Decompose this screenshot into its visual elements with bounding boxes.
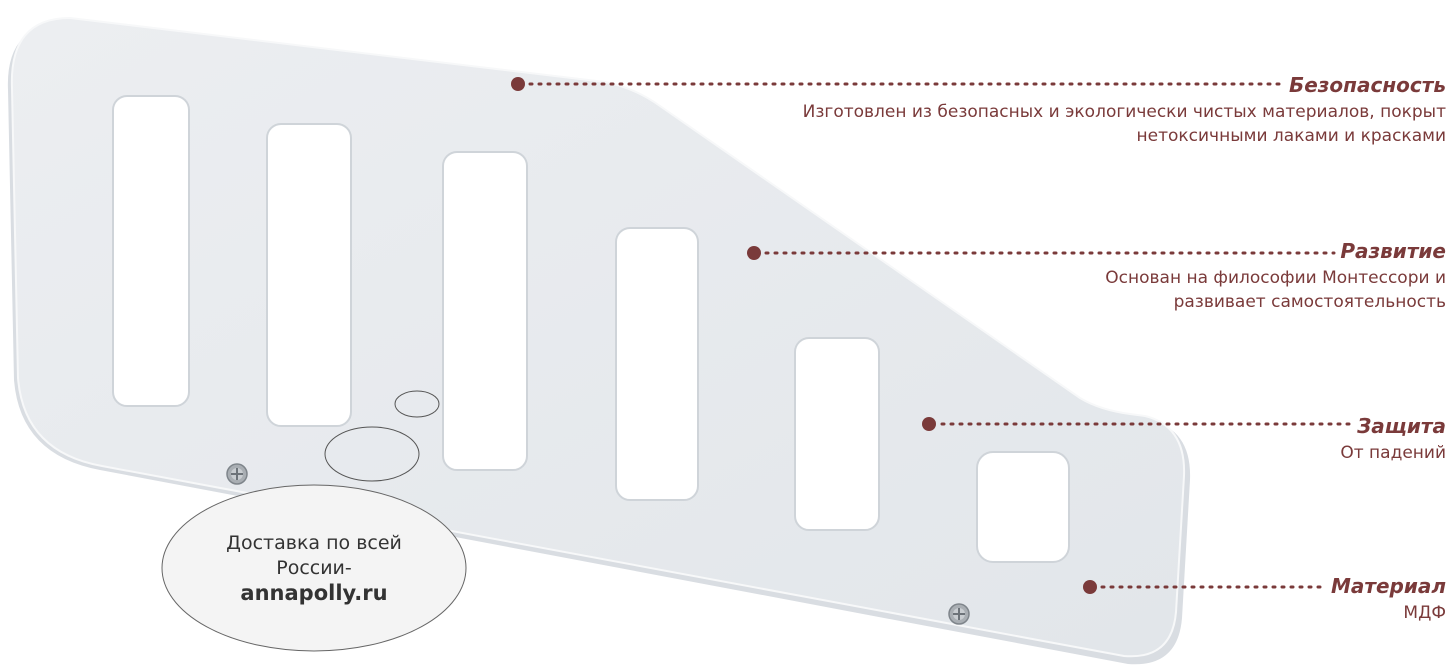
feature-desc-line: развивает самостоятельность bbox=[1173, 292, 1446, 312]
delivery-info: Доставка по всей России- annapolly.ru bbox=[162, 485, 466, 651]
callout-dot-material bbox=[1083, 580, 1097, 594]
feature-title: Защита bbox=[1357, 414, 1446, 438]
delivery-line: Доставка по всей bbox=[226, 531, 402, 554]
feature-desc-line: От падений bbox=[1340, 443, 1446, 463]
delivery-line: России- bbox=[276, 556, 352, 579]
feature-material: Материал МДФ bbox=[1246, 575, 1446, 625]
callout-dots bbox=[511, 77, 1097, 594]
delivery-bubble bbox=[161, 484, 467, 652]
slot-4 bbox=[615, 227, 699, 501]
slot-3 bbox=[442, 151, 528, 471]
slot-5 bbox=[794, 337, 880, 531]
feature-desc-line: Изготовлен из безопасных и экологически … bbox=[802, 102, 1446, 122]
feature-development: Развитие Основан на философии Монтессори… bbox=[1026, 240, 1446, 314]
screw-icon bbox=[226, 463, 248, 485]
decor-ellipse-small bbox=[394, 390, 440, 418]
feature-protection: Защита От падений bbox=[1146, 415, 1446, 465]
callout-lines bbox=[528, 82, 1354, 589]
slot-2 bbox=[266, 123, 352, 427]
feature-desc-line: МДФ bbox=[1403, 603, 1446, 623]
screw-icon bbox=[948, 603, 970, 625]
slot-1 bbox=[112, 95, 190, 407]
delivery-site-link[interactable]: annapolly.ru bbox=[240, 580, 388, 605]
feature-desc-line: нетоксичными лаками и красками bbox=[1136, 126, 1446, 146]
board-slots bbox=[112, 95, 1070, 563]
feature-description: Основан на философии Монтессори и развив… bbox=[1026, 266, 1446, 314]
feature-title: Развитие bbox=[1340, 239, 1446, 263]
feature-title: Безопасность bbox=[1289, 73, 1446, 97]
slot-6 bbox=[976, 451, 1070, 563]
feature-desc-line: Основан на философии Монтессори и bbox=[1105, 268, 1446, 288]
callout-dot-development bbox=[747, 246, 761, 260]
callout-dot-safety bbox=[511, 77, 525, 91]
feature-safety: Безопасность Изготовлен из безопасных и … bbox=[686, 74, 1446, 148]
feature-description: От падений bbox=[1146, 441, 1446, 465]
decor-ellipse-medium bbox=[324, 426, 420, 482]
feature-title: Материал bbox=[1330, 574, 1446, 598]
feature-description: МДФ bbox=[1246, 601, 1446, 625]
feature-description: Изготовлен из безопасных и экологически … bbox=[686, 100, 1446, 148]
callout-dot-protection bbox=[922, 417, 936, 431]
